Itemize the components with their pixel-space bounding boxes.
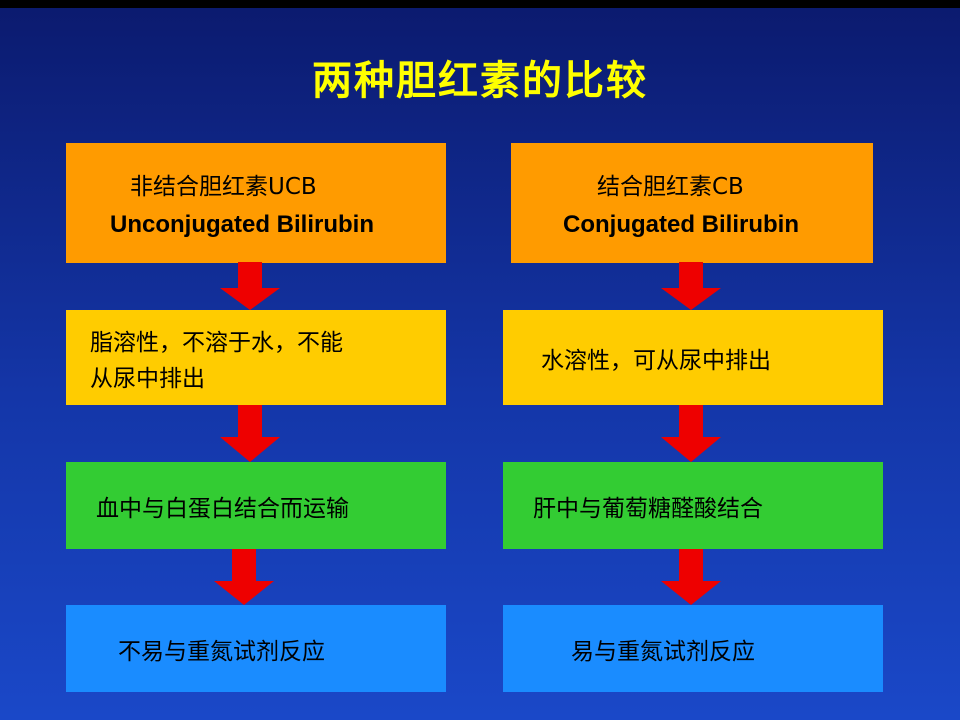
left-arrow-2 bbox=[220, 405, 280, 462]
right-arrow-3 bbox=[661, 549, 721, 605]
slide-title: 两种胆红素的比较 bbox=[312, 58, 648, 104]
left-step3-box: 不易与重氮试剂反应 bbox=[66, 605, 446, 692]
right-step1-box: 水溶性，可从尿中排出 bbox=[503, 310, 883, 405]
left-header-line1: 非结合胆红素UCB bbox=[130, 174, 317, 200]
left-header-line2: Unconjugated Bilirubin bbox=[110, 211, 374, 238]
right-step3-text: 易与重氮试剂反应 bbox=[571, 638, 755, 665]
right-step2-text: 肝中与葡萄糖醛酸结合 bbox=[533, 495, 763, 522]
top-black-bar bbox=[0, 0, 960, 8]
right-arrow-2 bbox=[661, 405, 721, 462]
right-header-line2: Conjugated Bilirubin bbox=[563, 211, 799, 238]
left-step2-box: 血中与白蛋白结合而运输 bbox=[66, 462, 446, 549]
left-arrow-3 bbox=[214, 549, 274, 605]
right-arrow-1 bbox=[661, 262, 721, 310]
left-step1-line1: 脂溶性，不溶于水，不能 bbox=[90, 329, 343, 356]
left-header-box: 非结合胆红素UCB Unconjugated Bilirubin bbox=[66, 143, 446, 263]
right-header-box: 结合胆红素CB Conjugated Bilirubin bbox=[511, 143, 873, 263]
left-step1-box: 脂溶性，不溶于水，不能 从尿中排出 bbox=[66, 310, 446, 405]
left-step3-text: 不易与重氮试剂反应 bbox=[118, 638, 325, 665]
left-step1-line2: 从尿中排出 bbox=[90, 365, 205, 392]
right-header-line1: 结合胆红素CB bbox=[597, 174, 744, 200]
left-arrow-1 bbox=[220, 262, 280, 310]
right-step3-box: 易与重氮试剂反应 bbox=[503, 605, 883, 692]
left-step2-text: 血中与白蛋白结合而运输 bbox=[96, 495, 349, 522]
right-step2-box: 肝中与葡萄糖醛酸结合 bbox=[503, 462, 883, 549]
right-step1-text: 水溶性，可从尿中排出 bbox=[541, 347, 771, 374]
